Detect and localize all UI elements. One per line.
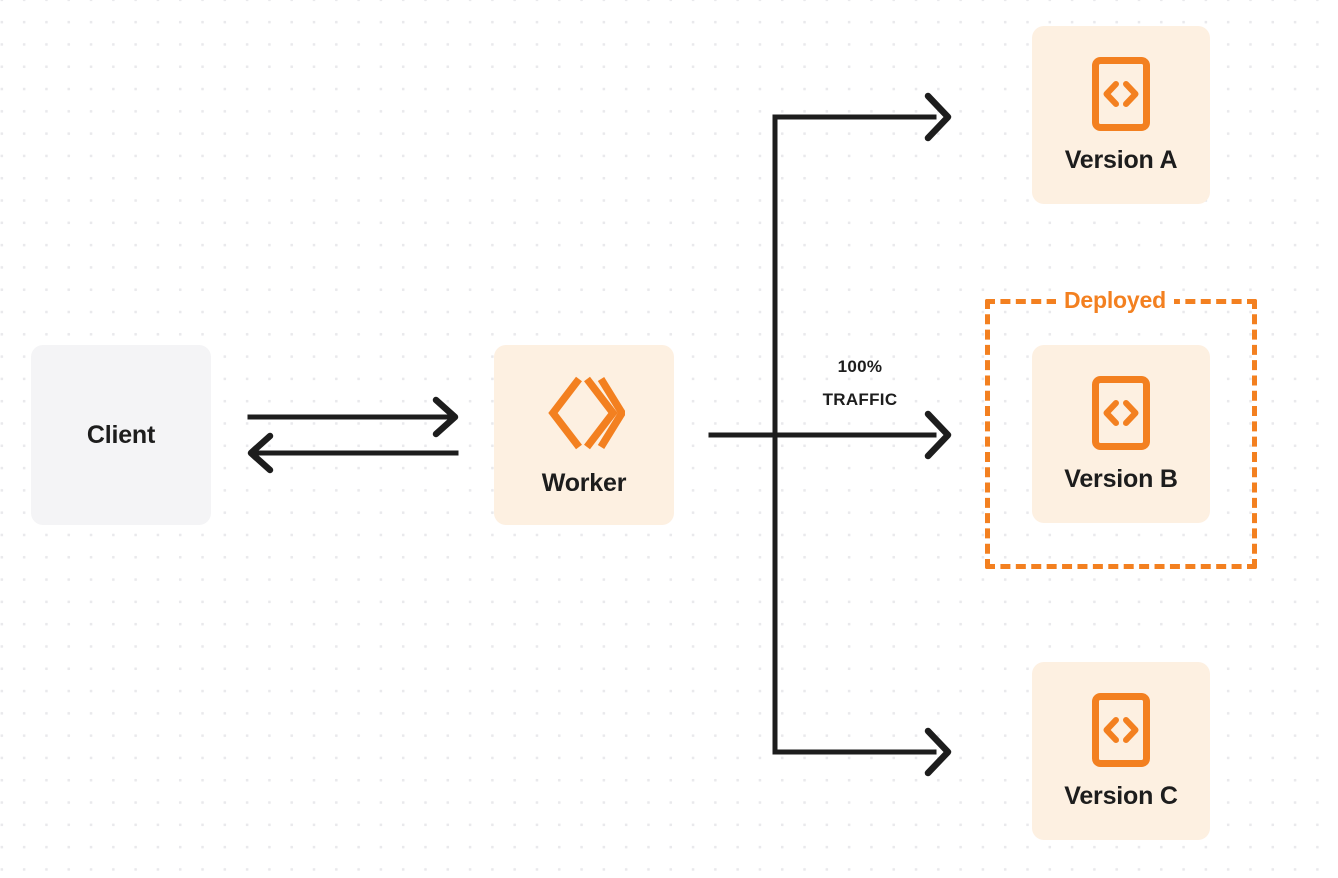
cloudflare-workers-logo-icon (543, 373, 625, 453)
code-file-icon (1091, 375, 1151, 451)
node-client-label: Client (86, 420, 156, 449)
edge-worker-to-client (247, 432, 459, 474)
arrow-right-icon (432, 396, 459, 438)
arrow-left-icon (247, 432, 274, 474)
node-version-b-label: Version B (1064, 464, 1178, 493)
node-version-c-label: Version C (1064, 781, 1178, 810)
node-client[interactable]: Client (31, 345, 211, 525)
arrow-right-icon (924, 92, 952, 142)
edge-branch-version-a (772, 92, 952, 142)
code-file-icon (1091, 692, 1151, 768)
node-version-b[interactable]: Version B (1032, 345, 1210, 523)
arrow-right-icon (924, 410, 952, 460)
edge-worker-to-versions-trunk (708, 114, 952, 755)
traffic-label: 100% TRAFFIC (784, 350, 936, 416)
node-worker-label: Worker (541, 468, 627, 497)
node-version-a-label: Version A (1064, 145, 1178, 174)
deployed-group-label: Deployed (1056, 286, 1174, 314)
arrow-right-icon (924, 727, 952, 777)
node-worker[interactable]: Worker (494, 345, 674, 525)
traffic-word: TRAFFIC (822, 390, 898, 409)
edge-client-to-worker (247, 396, 459, 438)
code-file-icon (1091, 56, 1151, 132)
edge-branch-version-c (772, 727, 952, 777)
node-version-c[interactable]: Version C (1032, 662, 1210, 840)
traffic-percent: 100% (837, 357, 883, 376)
node-version-a[interactable]: Version A (1032, 26, 1210, 204)
